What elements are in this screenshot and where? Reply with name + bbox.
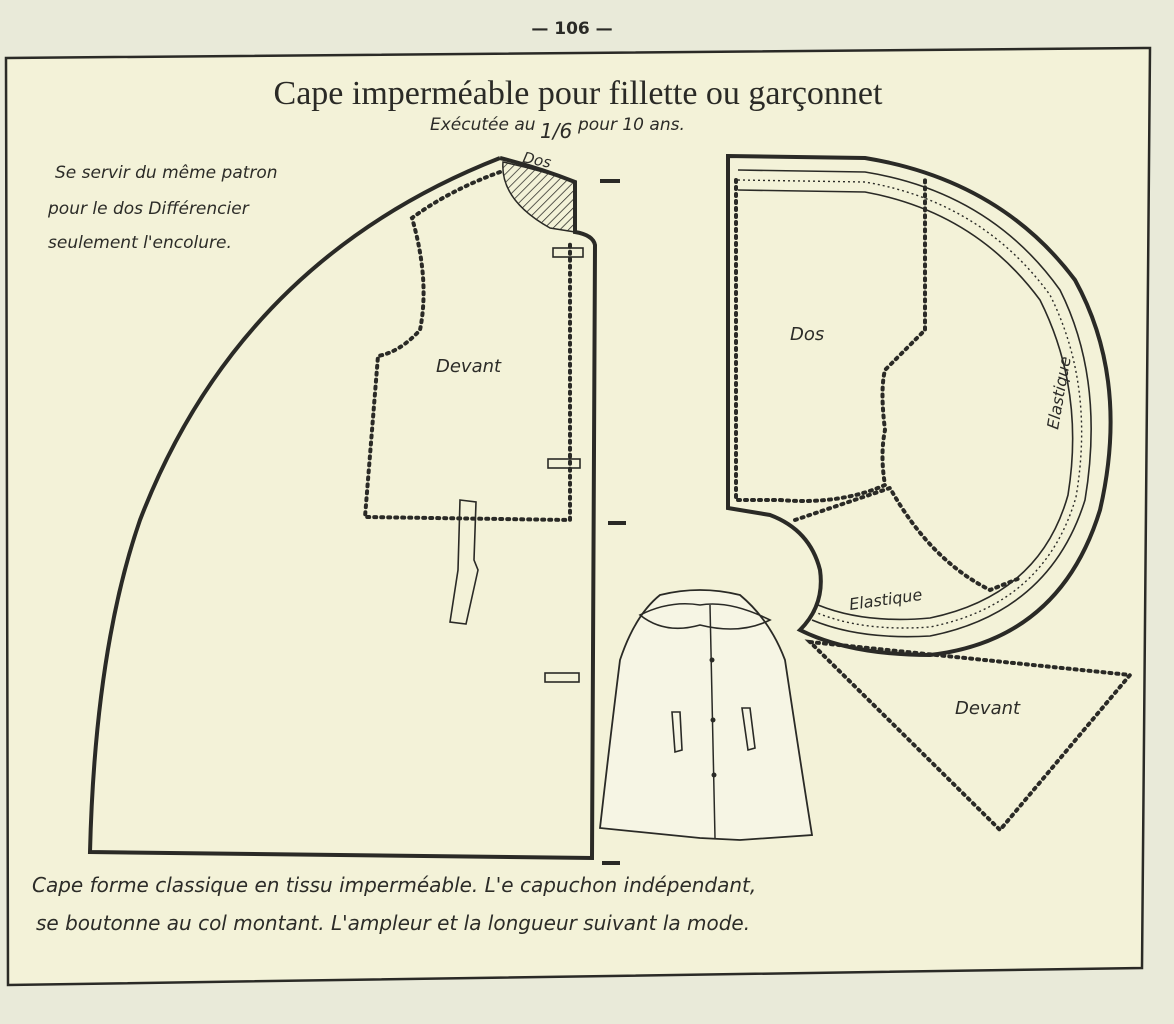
hood-outline — [726, 153, 1113, 658]
front-stitch-line — [362, 170, 572, 523]
hood-inner-line — [737, 169, 1092, 638]
note-line-2: pour le dos Différencier — [47, 199, 250, 219]
front-hood-stitch-line — [804, 639, 1134, 833]
buttonhole — [547, 458, 581, 469]
front-pattern-piece: Dos Devant — [87, 148, 626, 865]
elastic-channel — [737, 179, 1083, 629]
page-title: Cape imperméable pour fillette ou garçon… — [274, 75, 883, 112]
back-stitch-line — [793, 485, 1022, 593]
label-dos-back: Dos — [790, 324, 824, 345]
caption-line-2: se boutonne au col montant. L'ampleur et… — [36, 911, 750, 935]
label-devant-hood: Devant — [955, 698, 1021, 719]
label-devant-front: Devant — [436, 356, 502, 377]
note-line-3: seulement l'encolure. — [48, 233, 232, 253]
page-number: — 106 — — [531, 19, 612, 39]
back-stitch-line — [734, 178, 927, 503]
note-line-1: Se servir du même patron — [55, 163, 278, 183]
buttonhole — [544, 672, 580, 683]
instruction-note: Se servir du même patron pour le dos Dif… — [47, 163, 278, 253]
buttonhole — [552, 247, 584, 258]
page-frame — [4, 46, 1152, 987]
subtitle-suffix: pour 10 ans. — [577, 115, 685, 135]
front-outline — [87, 156, 598, 861]
caption: Cape forme classique en tissu imperméabl… — [32, 873, 756, 935]
subtitle-scale: 1/6 — [540, 119, 572, 143]
pocket-slit — [449, 499, 479, 625]
subtitle-prefix: Exécutée au — [430, 115, 536, 135]
hood-pattern-piece: Dos Elastique Elastique Devant — [726, 153, 1134, 833]
label-dos-collar: Dos — [521, 148, 553, 172]
hood-inner-line — [737, 189, 1074, 621]
collar-hatched-area — [502, 161, 576, 233]
cape-illustration — [599, 589, 814, 841]
caption-line-1: Cape forme classique en tissu imperméabl… — [32, 873, 756, 897]
